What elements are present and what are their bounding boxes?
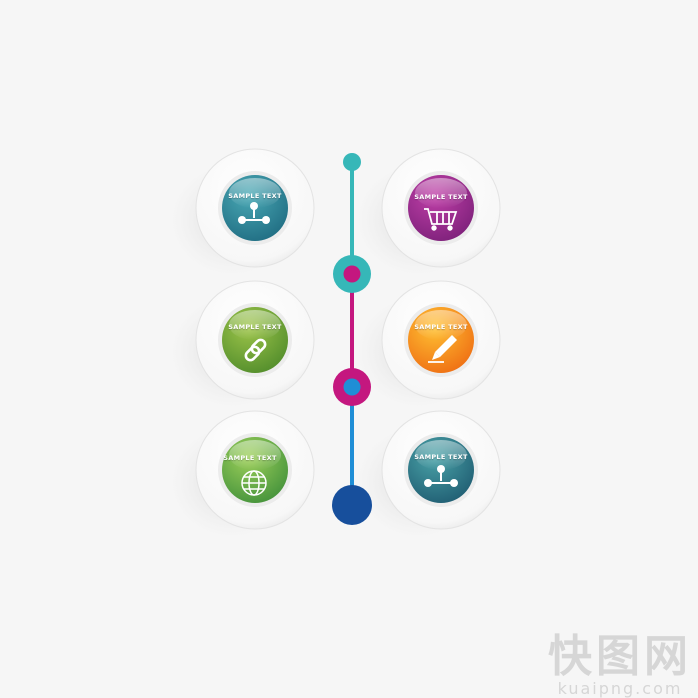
item-button-3[interactable] <box>170 280 315 408</box>
watermark-logo-text: 快图网 <box>548 631 692 682</box>
item-gloss <box>229 310 281 340</box>
timeline-node-2-inner <box>343 378 361 396</box>
item-button-2[interactable] <box>356 148 501 276</box>
watermark-url: kuaipng.com <box>557 679 683 698</box>
watermark: 快图网 kuaipng.com <box>548 634 692 698</box>
item-gloss <box>415 178 467 208</box>
hierarchy-network-icon <box>424 465 458 487</box>
item-gloss <box>415 440 467 470</box>
globe-icon <box>241 470 267 496</box>
item-button-1[interactable] <box>170 148 315 276</box>
chain-link-icon <box>244 338 267 362</box>
pencil-icon <box>428 335 457 363</box>
timeline-start-node <box>343 153 361 171</box>
item-button-4[interactable] <box>356 280 501 408</box>
item-gloss <box>415 310 467 340</box>
timeline-end-node[interactable] <box>332 485 372 525</box>
timeline-node-1-inner <box>343 265 361 283</box>
item-button-5[interactable] <box>170 410 315 538</box>
shopping-cart-icon <box>424 208 458 231</box>
item-gloss <box>229 440 281 470</box>
item-gloss <box>229 178 281 208</box>
hierarchy-network-icon <box>238 202 270 224</box>
timeline <box>332 153 372 525</box>
item-button-6[interactable] <box>356 410 501 538</box>
